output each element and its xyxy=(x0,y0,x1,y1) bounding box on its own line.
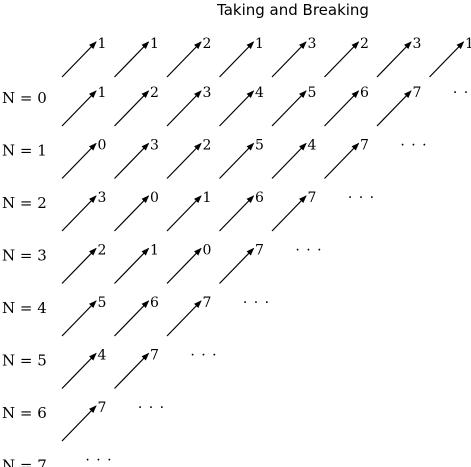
grid-arrow xyxy=(114,90,150,127)
grid-arrow xyxy=(271,90,307,127)
top-arrow xyxy=(376,41,412,78)
grid-number: 2 xyxy=(203,138,212,154)
grid-arrow xyxy=(61,142,97,179)
top-arrow xyxy=(324,41,360,78)
row-label: N = 7 xyxy=(2,457,47,467)
row-label: N = 6 xyxy=(2,404,47,422)
grid-number: 6 xyxy=(360,85,369,101)
top-arrow xyxy=(166,41,202,78)
grid-arrow xyxy=(61,195,97,232)
grid-number: 7 xyxy=(308,190,317,206)
top-row-number: 1 xyxy=(465,36,471,52)
diagram-title: Taking and Breaking xyxy=(216,1,369,19)
ellipsis: · · · xyxy=(243,295,270,311)
top-row-number: 1 xyxy=(98,36,107,52)
top-row-number: 3 xyxy=(308,36,317,52)
grid-number: 0 xyxy=(203,243,212,259)
grid-number: 6 xyxy=(255,190,264,206)
grid-number: 3 xyxy=(203,85,212,101)
grid-number: 7 xyxy=(203,295,212,311)
grid-number: 0 xyxy=(98,138,107,154)
grid-number: 0 xyxy=(150,190,159,206)
grid-arrow xyxy=(324,142,360,179)
number-layer: 1 1 2 1 3 2 3 1 1 2 3 4 5 6 7 · · · 0 3 2 5 4 7 · · · 3 0 1 6 7 · · … xyxy=(85,36,471,467)
grid-arrow xyxy=(61,247,97,284)
grid-number: 3 xyxy=(150,138,159,154)
grid-arrow xyxy=(219,247,255,284)
ellipsis: · · · xyxy=(138,400,165,416)
top-row-number: 1 xyxy=(255,36,264,52)
grid-number: 7 xyxy=(98,400,107,416)
top-arrow xyxy=(271,41,307,78)
grid-arrow xyxy=(114,195,150,232)
grid-number: 2 xyxy=(150,85,159,101)
top-row-number: 2 xyxy=(360,36,369,52)
grid-number: 7 xyxy=(150,348,159,364)
grid-arrow xyxy=(219,195,255,232)
ellipsis: · · · xyxy=(295,243,322,259)
grid-number: 1 xyxy=(150,243,159,259)
grid-arrow xyxy=(166,142,202,179)
grid-arrow xyxy=(271,195,307,232)
arrow-layer xyxy=(61,41,465,442)
row-label-layer: N = 0 N = 1 N = 2 N = 3 N = 4 N = 5 N = 6 N = 7 xyxy=(2,89,47,467)
grid-arrow xyxy=(166,195,202,232)
ellipsis: · · · xyxy=(190,348,217,364)
grid-number: 6 xyxy=(150,295,159,311)
grid-arrow xyxy=(219,142,255,179)
row-label: N = 0 xyxy=(2,89,47,107)
ellipsis: · · · xyxy=(85,453,112,467)
grid-arrow xyxy=(61,300,97,337)
grid-arrow xyxy=(166,300,202,337)
row-label: N = 5 xyxy=(2,352,47,370)
grid-number: 4 xyxy=(98,348,107,364)
top-arrow xyxy=(219,41,255,78)
top-arrow xyxy=(61,41,97,78)
grid-number: 3 xyxy=(98,190,107,206)
top-arrow xyxy=(429,41,465,78)
grid-arrow xyxy=(61,405,97,442)
grid-arrow xyxy=(61,90,97,127)
grid-arrow xyxy=(114,352,150,389)
top-arrow xyxy=(114,41,150,78)
top-row-number: 3 xyxy=(413,36,422,52)
top-row-number: 1 xyxy=(150,36,159,52)
grid-arrow xyxy=(114,300,150,337)
grid-number: 4 xyxy=(255,85,264,101)
grid-number: 5 xyxy=(98,295,107,311)
grid-arrow xyxy=(376,90,412,127)
row-label: N = 3 xyxy=(2,247,47,265)
grid-arrow xyxy=(324,90,360,127)
ellipsis: · · · xyxy=(453,85,471,101)
grid-number: 2 xyxy=(98,243,107,259)
grid-number: 1 xyxy=(203,190,212,206)
grid-number: 7 xyxy=(255,243,264,259)
row-label: N = 2 xyxy=(2,194,47,212)
grid-number: 7 xyxy=(413,85,422,101)
grid-number: 4 xyxy=(308,138,317,154)
row-label: N = 4 xyxy=(2,299,47,317)
top-row-number: 2 xyxy=(203,36,212,52)
grid-number: 5 xyxy=(308,85,317,101)
grid-arrow xyxy=(61,352,97,389)
row-label: N = 1 xyxy=(2,142,47,160)
ellipsis: · · · xyxy=(400,138,427,154)
grid-arrow xyxy=(166,90,202,127)
grid-arrow xyxy=(219,90,255,127)
grid-number: 7 xyxy=(360,138,369,154)
grid-number: 5 xyxy=(255,138,264,154)
grid-number: 1 xyxy=(98,85,107,101)
ellipsis: · · · xyxy=(348,190,375,206)
grid-arrow xyxy=(166,247,202,284)
grid-arrow xyxy=(114,142,150,179)
grid-arrow xyxy=(271,142,307,179)
grid-arrow xyxy=(114,247,150,284)
